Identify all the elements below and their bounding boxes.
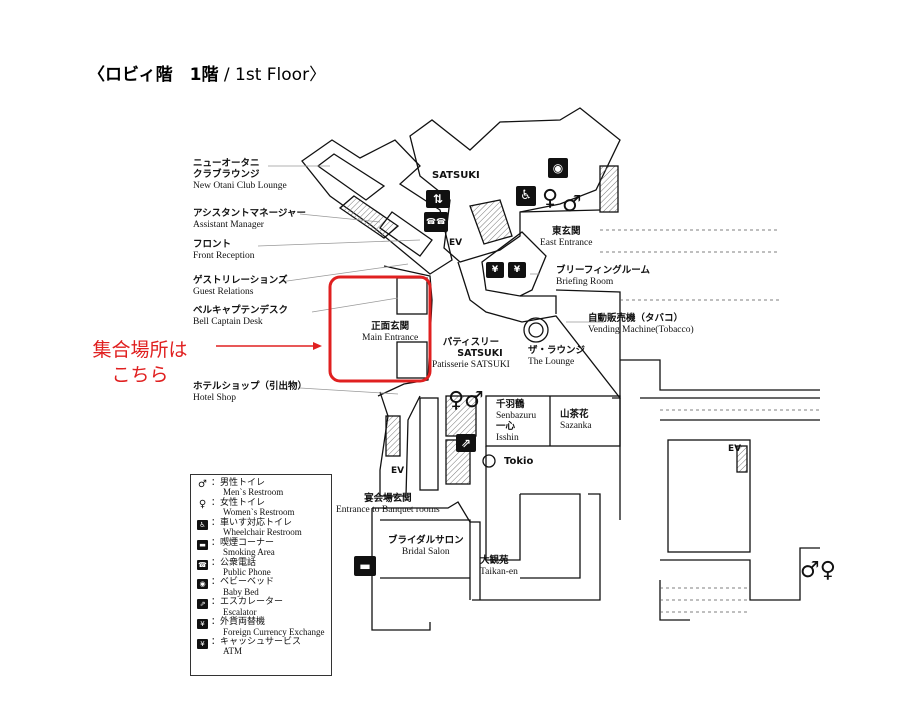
label-briefing-room: ブリーフィングルーム Briefing Room xyxy=(556,265,650,287)
wheelchair-icon: ♿ xyxy=(516,186,536,206)
label-leader-lines xyxy=(257,165,604,395)
label-banquet-entrance: 宴会場玄関 Entrance to Banquet rooms xyxy=(336,493,440,515)
label-east-entrance: 東玄関 East Entrance xyxy=(540,226,593,248)
banquet-corridor xyxy=(379,391,439,497)
escalator-icon: ⇗ xyxy=(456,434,476,452)
east-building xyxy=(620,359,820,621)
baby-bed-icon: ◉ xyxy=(548,158,568,178)
woman-icon: ♀ xyxy=(198,498,207,510)
label-vending-machine: 自動販売機（タバコ） Vending Machine(Tobacco) xyxy=(588,313,694,335)
elevator-label-north: EV xyxy=(449,238,463,248)
east-wing xyxy=(481,165,621,399)
label-assistant-manager: アシスタントマネージャー Assistant Manager xyxy=(193,208,306,230)
label-front-reception: フロント Front Reception xyxy=(193,239,255,261)
label-guest-relations: ゲストリレーションズ Guest Relations xyxy=(193,275,288,297)
callout-line-2: こちら xyxy=(111,363,169,386)
man-restroom-icon: ♂ xyxy=(562,192,582,217)
walkway-lines xyxy=(600,229,820,613)
wheelchair-icon: ♿ xyxy=(197,519,208,530)
atm-icon: ¥ xyxy=(197,639,208,649)
meeting-point-arrow xyxy=(216,342,322,350)
label-the-lounge: ザ・ラウンジ The Lounge xyxy=(528,345,586,367)
baby-bed-icon: ◉ xyxy=(197,579,208,590)
floor-heading-en: / 1st Floor〉 xyxy=(218,65,327,85)
phone-icon: ☎☎ xyxy=(424,212,448,232)
atm-icon: ¥ xyxy=(486,262,504,278)
label-patisserie: パティスリー SATSUKI Patisserie SATSUKI xyxy=(432,337,510,370)
label-club-lounge: ニューオータニ クラブラウンジ New Otani Club Lounge xyxy=(193,158,287,191)
phone-icon: ☎ xyxy=(197,559,208,570)
man-icon: ♂ xyxy=(198,479,207,490)
restroom-icon-lobby: ♀♂ xyxy=(448,388,484,413)
label-taikanen: 大観苑 Taikan-en xyxy=(480,555,518,577)
label-tokio: Tokio xyxy=(504,456,534,467)
woman-restroom-icon: ♀ xyxy=(542,186,559,211)
meeting-point-highlight xyxy=(328,275,432,383)
floor-heading: 〈ロビィ階 1階 / 1st Floor〉 xyxy=(88,60,326,85)
elevator-icon: ⇅ xyxy=(426,190,450,208)
smoking-icon: ▬ xyxy=(354,556,376,576)
floor-heading-ja: 〈ロビィ階 1階 xyxy=(88,65,219,85)
label-senbazuru: 千羽鶴 Senbazuru xyxy=(496,399,537,421)
label-main-entrance: 正面玄関 Main Entrance xyxy=(362,321,419,343)
currency-exchange-icon: ¥ xyxy=(508,262,526,278)
label-bridal-salon: ブライダルサロン Bridal Salon xyxy=(388,535,464,557)
club-lounge-wing xyxy=(301,139,453,275)
escalator-icon: ⇗ xyxy=(197,599,208,610)
label-satsuki: SATSUKI xyxy=(432,170,480,181)
label-hotel-shop: ホテルショップ（引出物） Hotel Shop xyxy=(193,381,308,403)
currency-exchange-icon: ¥ xyxy=(197,619,208,630)
label-isshin: 一心 Isshin xyxy=(496,421,519,443)
label-bell-captain: ベルキャプテンデスク Bell Captain Desk xyxy=(193,305,289,327)
satsuki-area xyxy=(409,107,621,263)
elevator-label-east: EV xyxy=(728,444,742,454)
label-sazanka: 山茶花 Sazanka xyxy=(560,409,592,431)
callout-line-1: 集合場所は xyxy=(92,339,188,361)
meeting-point-callout: 集合場所は こちら xyxy=(80,338,200,387)
elevator-label-west: EV xyxy=(391,466,405,476)
restroom-icon-east: ♂♀ xyxy=(800,558,836,583)
smoking-icon: ▬ xyxy=(197,539,208,550)
